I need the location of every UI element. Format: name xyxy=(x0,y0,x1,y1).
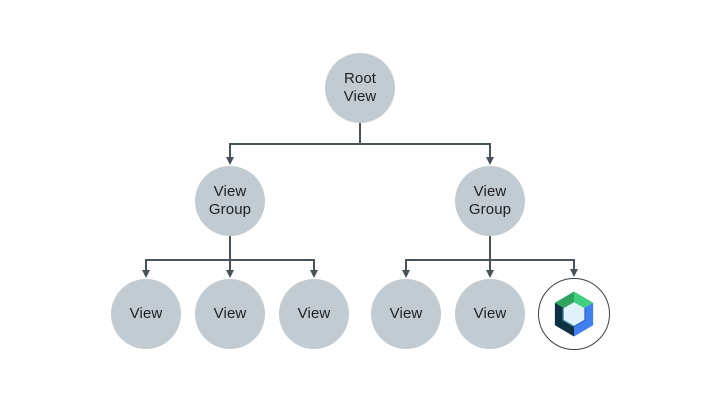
arrowhead xyxy=(486,157,494,165)
node-view-group-left: View Group xyxy=(195,166,265,236)
node-label: View xyxy=(389,305,423,322)
compose-core-hexagon xyxy=(563,302,585,326)
node-root-view: Root View xyxy=(325,53,395,123)
arrowhead xyxy=(486,270,494,278)
node-label: View xyxy=(297,305,331,322)
node-label: Root View xyxy=(343,70,377,105)
node-label: View xyxy=(213,305,247,322)
node-view-group-right: View Group xyxy=(455,166,525,236)
jetpack-compose-icon xyxy=(554,291,594,337)
node-view-3: View xyxy=(279,279,349,349)
arrowhead xyxy=(310,270,318,278)
arrowhead xyxy=(226,270,234,278)
node-view-5: View xyxy=(455,279,525,349)
node-label: View Group xyxy=(208,183,252,218)
node-view-2: View xyxy=(195,279,265,349)
node-label: View xyxy=(129,305,163,322)
node-view-1: View xyxy=(111,279,181,349)
node-label: View Group xyxy=(468,183,512,218)
arrowhead xyxy=(142,270,150,278)
arrowhead xyxy=(570,269,578,277)
node-view-4: View xyxy=(371,279,441,349)
arrowhead xyxy=(226,157,234,165)
node-compose xyxy=(538,278,610,350)
arrowhead xyxy=(402,270,410,278)
node-label: View xyxy=(473,305,507,322)
